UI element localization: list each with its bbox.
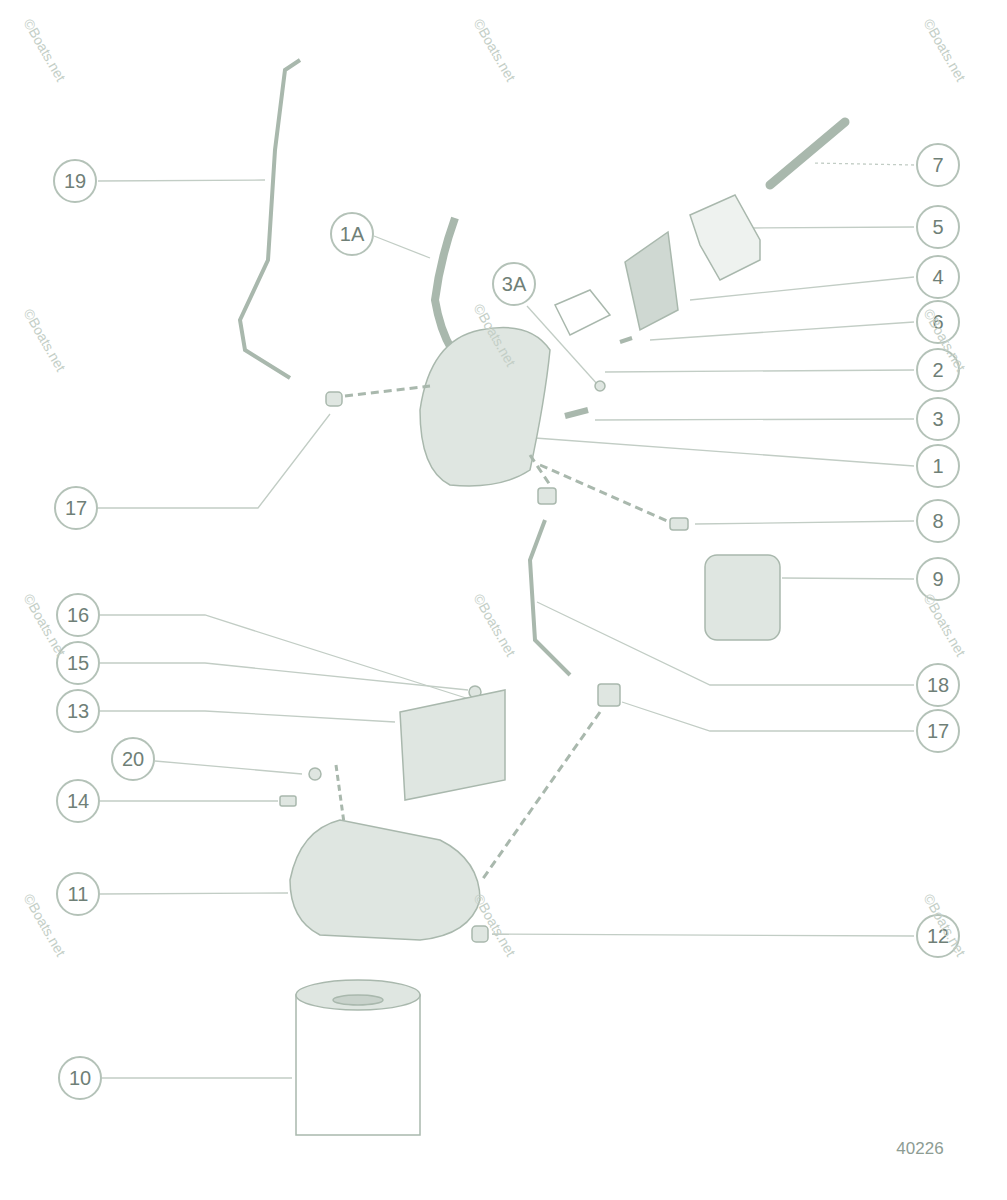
watermark: ©Boats.net xyxy=(472,16,519,83)
callout-number: 1 xyxy=(932,456,943,476)
callout-number: 16 xyxy=(67,605,89,625)
callout-number: 17 xyxy=(65,498,87,518)
callout-circle: 1 xyxy=(916,444,960,488)
callout-circle: 19 xyxy=(53,159,97,203)
callout-circle: 5 xyxy=(916,205,960,249)
callout-circle: 8 xyxy=(916,499,960,543)
callout-number: 15 xyxy=(67,653,89,673)
callout-circle: 9 xyxy=(916,557,960,601)
callout-circle: 3A xyxy=(492,262,536,306)
callout-circle: 18 xyxy=(916,663,960,707)
watermark: ©Boats.net xyxy=(472,891,519,958)
callout-number: 10 xyxy=(69,1068,91,1088)
watermark: ©Boats.net xyxy=(922,591,969,658)
callout-number: 4 xyxy=(932,267,943,287)
callout-number: 20 xyxy=(122,749,144,769)
callout-circle: 14 xyxy=(56,779,100,823)
callout-number: 13 xyxy=(67,701,89,721)
callout-number: 8 xyxy=(932,511,943,531)
callout-circle: 4 xyxy=(916,255,960,299)
callout-circle: 11 xyxy=(56,872,100,916)
callout-number: 14 xyxy=(67,791,89,811)
watermark: ©Boats.net xyxy=(22,306,69,373)
callout-number: 11 xyxy=(68,884,89,904)
callout-number: 3 xyxy=(932,409,943,429)
callout-number: 1A xyxy=(340,224,364,244)
watermark: ©Boats.net xyxy=(472,591,519,658)
callout-circle: 10 xyxy=(58,1056,102,1100)
callout-number: 19 xyxy=(64,171,86,191)
watermark: ©Boats.net xyxy=(22,16,69,83)
callout-number: 3A xyxy=(502,274,526,294)
figure-number: 40226 xyxy=(896,1140,943,1157)
callout-circle: 1A xyxy=(330,212,374,256)
callout-circle: 16 xyxy=(56,593,100,637)
parts xyxy=(240,60,845,1135)
callout-number: 2 xyxy=(932,360,943,380)
callout-number: 18 xyxy=(927,675,949,695)
callout-circle: 20 xyxy=(111,737,155,781)
callout-circle: 7 xyxy=(916,143,960,187)
callout-number: 5 xyxy=(932,217,943,237)
callout-number: 9 xyxy=(932,569,943,589)
watermark: ©Boats.net xyxy=(922,16,969,83)
callout-circle: 17 xyxy=(916,709,960,753)
callout-number: 7 xyxy=(932,155,943,175)
leader-lines xyxy=(98,163,914,1078)
callout-number: 17 xyxy=(927,721,949,741)
callout-circle: 3 xyxy=(916,397,960,441)
callout-circle: 17 xyxy=(54,486,98,530)
callout-circle: 13 xyxy=(56,689,100,733)
